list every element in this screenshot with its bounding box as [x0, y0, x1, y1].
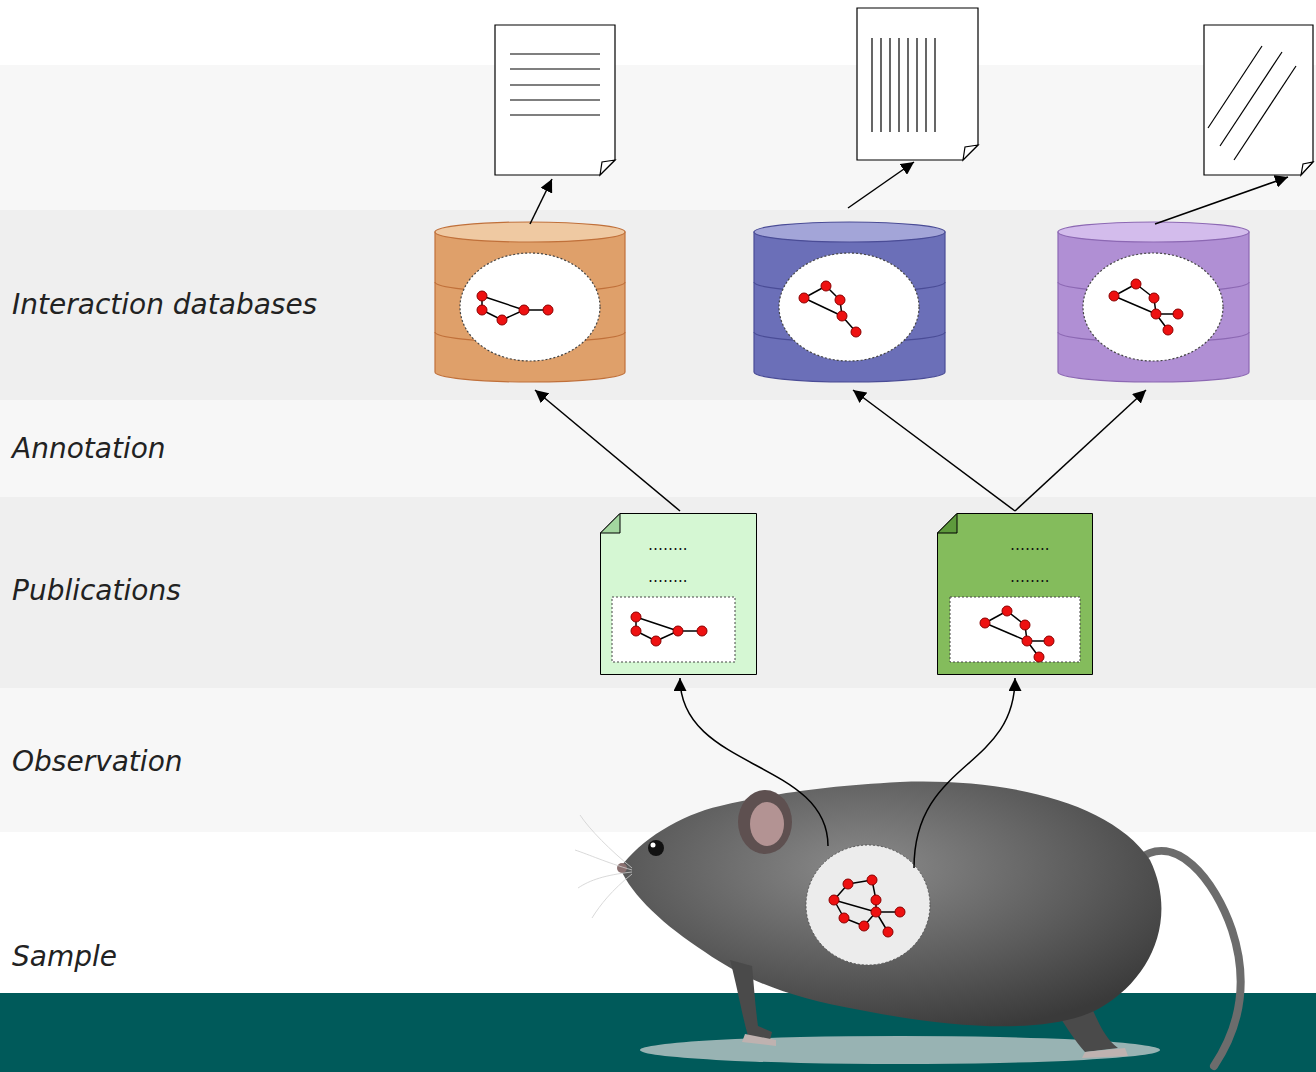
document-fold — [938, 514, 958, 534]
row-label: Sample — [12, 940, 117, 974]
network-figure-frame — [612, 597, 735, 662]
row-band: Sample — [0, 832, 1316, 993]
row-label: Annotation — [12, 432, 166, 466]
document-lines — [1208, 46, 1296, 160]
arrows — [680, 678, 1015, 868]
arrows — [530, 162, 1288, 511]
mouse-ear-inner — [750, 802, 784, 846]
document-fold — [601, 514, 621, 534]
cylinder-top — [435, 222, 625, 242]
database-cylinder — [435, 222, 625, 382]
document-fold — [1301, 162, 1313, 175]
cylinder-top — [754, 222, 945, 242]
database-cylinder — [1058, 222, 1249, 382]
cylinder-ring — [754, 282, 945, 292]
document-icon — [857, 8, 978, 160]
mouse-illustration — [575, 782, 1241, 1066]
network-ellipse — [779, 253, 919, 361]
cylinder-top — [1058, 222, 1249, 242]
document-page — [1204, 25, 1313, 175]
document-page — [857, 8, 978, 160]
placeholder-text: …….. — [648, 561, 688, 593]
arrow — [535, 390, 680, 511]
document-page — [601, 514, 757, 675]
network-glyph — [980, 606, 1054, 662]
mouse-body — [620, 782, 1161, 1027]
cylinder-body — [1058, 232, 1249, 382]
arrow — [848, 162, 914, 208]
cylinder-body — [435, 232, 625, 382]
row-band: Interaction databases — [0, 210, 1316, 400]
mouse-eye — [648, 840, 664, 856]
publication-document: ……..…….. — [937, 513, 1093, 675]
network-ellipse — [460, 253, 600, 361]
network-ellipse — [1083, 253, 1223, 361]
network-glyph — [1109, 279, 1183, 335]
arrow — [530, 179, 552, 224]
placeholder-text: …….. — [1010, 529, 1050, 561]
top-band — [0, 65, 1316, 210]
cylinder-ring — [754, 332, 945, 342]
row-label: Publications — [12, 574, 181, 608]
mouse-paw — [742, 1034, 776, 1046]
arrow — [914, 678, 1015, 868]
network-ellipse — [806, 845, 930, 965]
cylinder-ring — [1058, 332, 1249, 342]
placeholder-text: …….. — [1010, 561, 1050, 593]
document-page — [495, 25, 615, 175]
mouse-front-leg — [730, 960, 772, 1040]
cylinder-ring — [435, 282, 625, 292]
mouse-whiskers — [575, 815, 632, 918]
cylinder-ring — [435, 332, 625, 342]
mouse-shadow — [640, 1036, 1160, 1064]
mouse-ear — [738, 790, 792, 854]
publication-document: ……..…….. — [600, 513, 757, 675]
document-lines — [872, 38, 935, 132]
arrow — [680, 678, 828, 846]
cylinder-body — [754, 232, 945, 382]
row-band: Annotation — [0, 400, 1316, 497]
document-page — [938, 514, 1093, 675]
network-glyph — [829, 875, 905, 937]
mouse-foot — [1082, 1048, 1128, 1058]
document-fold — [600, 160, 615, 175]
row-label: Interaction databases — [12, 288, 317, 322]
document-fold — [963, 145, 978, 160]
mouse-hind-leg — [1048, 985, 1118, 1052]
network-figure-frame — [950, 597, 1080, 662]
document-icon — [495, 25, 615, 175]
document-icon — [1204, 25, 1313, 175]
footer-bar — [0, 993, 1316, 1072]
document-lines — [510, 54, 600, 115]
row-label: Observation — [12, 745, 183, 779]
mouse-eye-highlight — [651, 843, 656, 848]
placeholder-text: …….. — [648, 529, 688, 561]
arrow — [1015, 390, 1146, 511]
mouse-tail — [1138, 851, 1241, 1066]
database-cylinder — [754, 222, 945, 382]
mouse-nose — [617, 863, 627, 873]
arrow — [853, 390, 1015, 511]
network-glyph — [631, 612, 707, 646]
cylinder-ring — [1058, 282, 1249, 292]
arrow — [1155, 177, 1288, 224]
row-band: Publications……..……..……..…….. — [0, 497, 1316, 688]
network-glyph — [799, 281, 861, 337]
network-glyph — [477, 291, 553, 325]
row-band: Observation — [0, 688, 1316, 832]
